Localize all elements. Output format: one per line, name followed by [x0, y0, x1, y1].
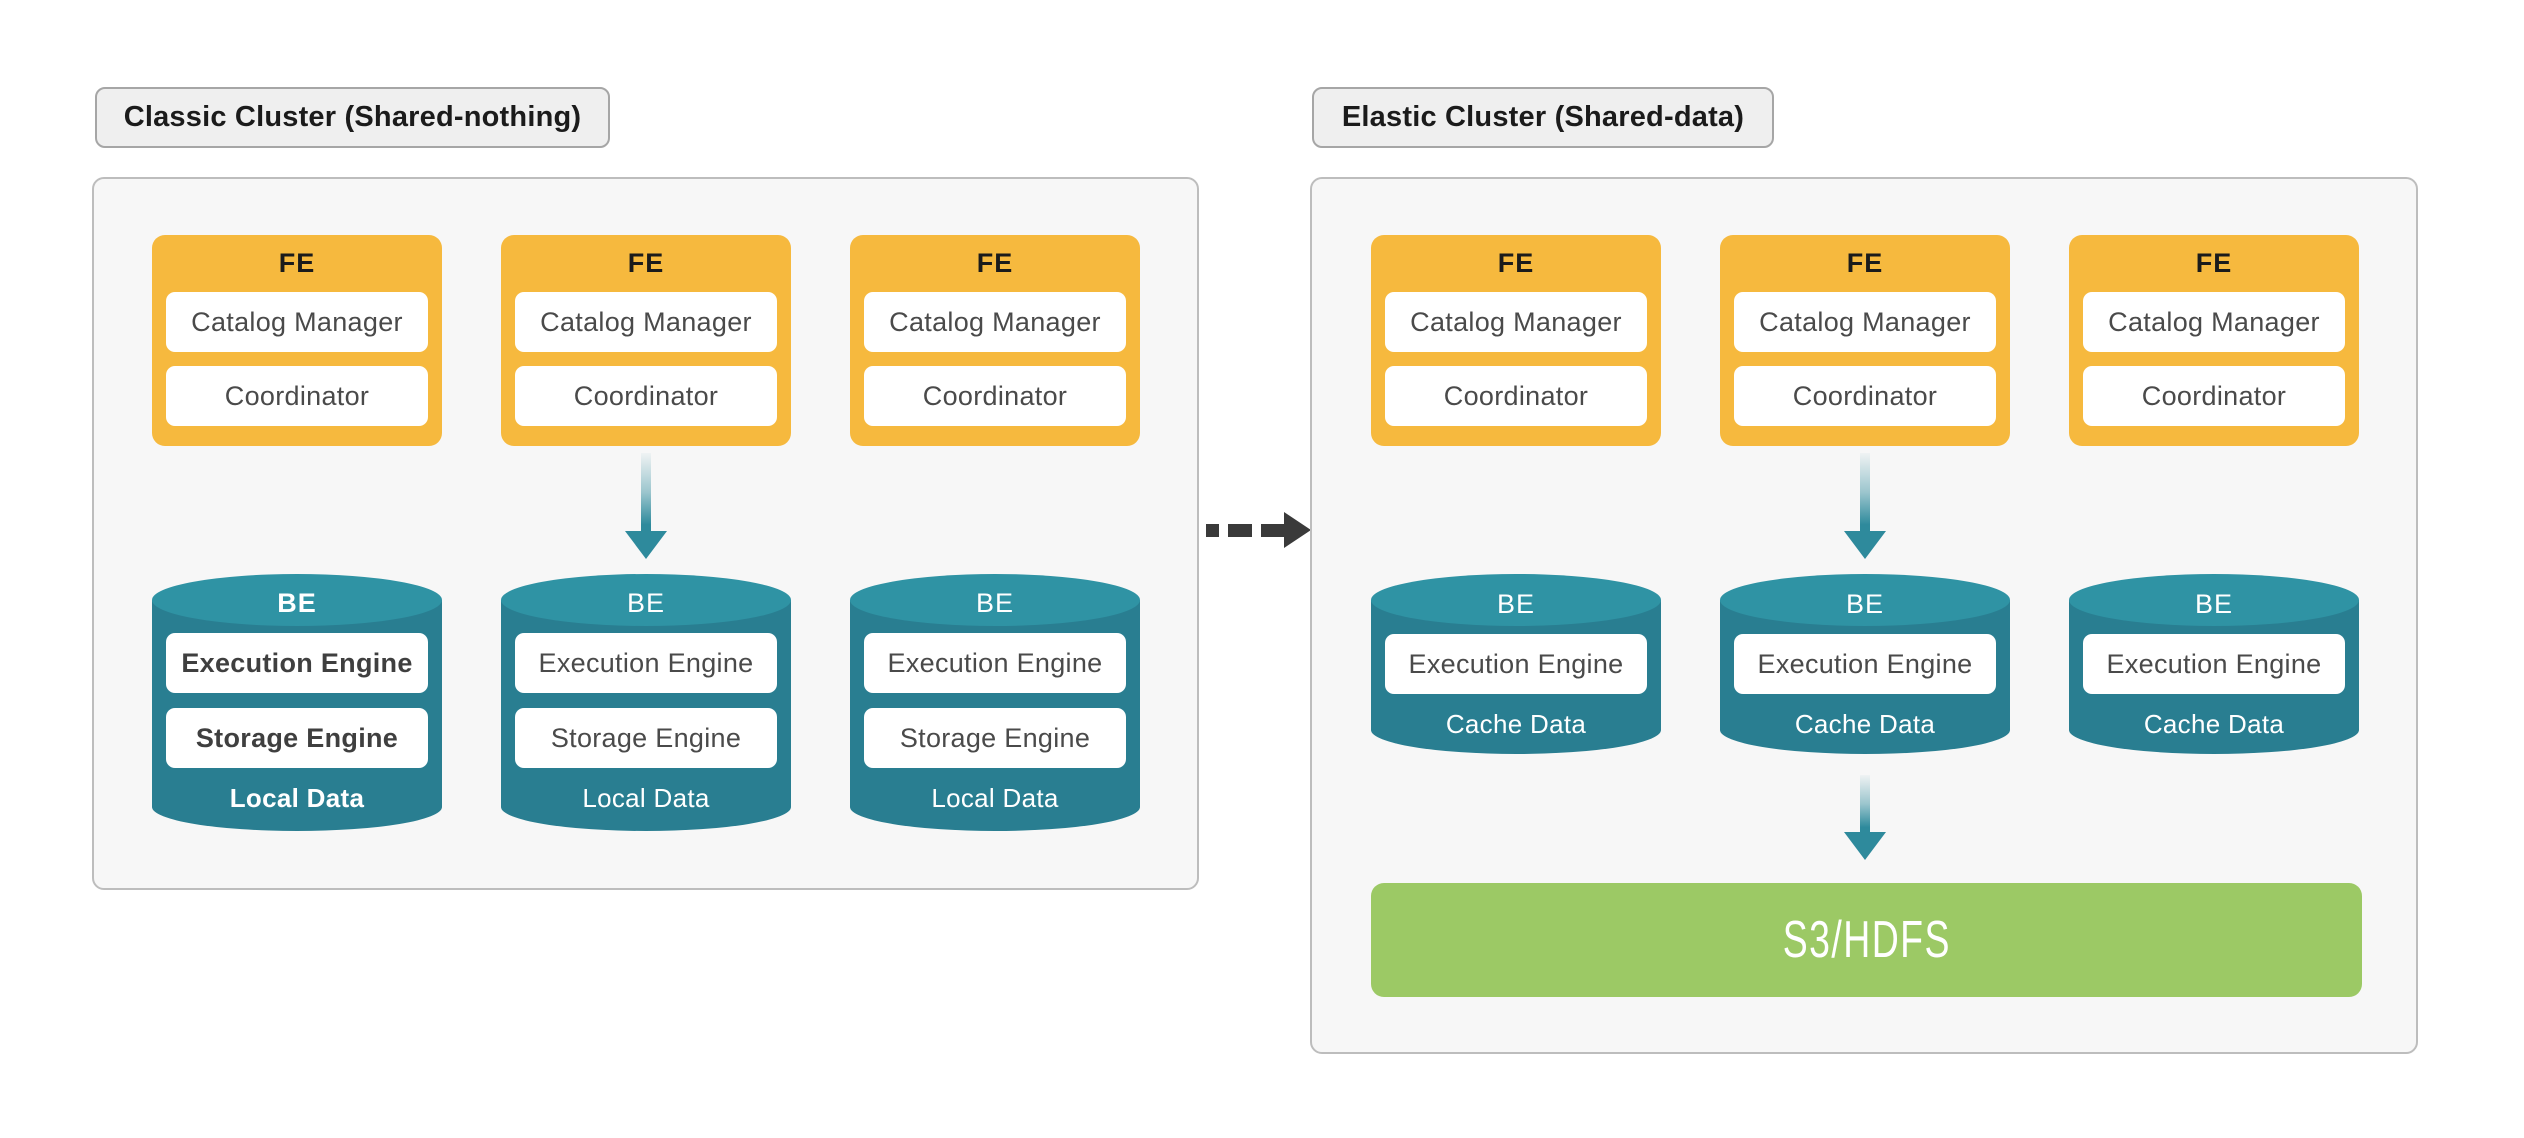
- fe-label: FE: [278, 248, 316, 278]
- fe-label: FE: [1497, 248, 1535, 278]
- local-data-label: Local Data: [931, 783, 1059, 813]
- fe-node: FE Catalog Manager Coordinator: [2069, 235, 2359, 446]
- fe-node: FE Catalog Manager Coordinator: [501, 235, 791, 446]
- execution-engine-box: Execution Engine: [166, 633, 428, 693]
- s3-hdfs-label: S3/HDFS: [1782, 911, 1951, 969]
- be-label: BE: [2194, 588, 2234, 619]
- cache-data-label: Cache Data: [1794, 709, 1936, 739]
- catalog-manager-box: Catalog Manager: [1734, 292, 1996, 352]
- cylinder-top: [152, 574, 442, 626]
- storage-engine-box: Storage Engine: [864, 708, 1126, 768]
- fe-node: FE Catalog Manager Coordinator: [152, 235, 442, 446]
- execution-engine-box: Execution Engine: [1734, 634, 1996, 694]
- down-arrow-icon: [1843, 453, 1887, 559]
- catalog-manager-box: Catalog Manager: [1385, 292, 1647, 352]
- classic-cluster-panel: FE Catalog Manager Coordinator FE Catalo…: [92, 177, 1199, 890]
- catalog-manager-box: Catalog Manager: [166, 292, 428, 352]
- fe-label: FE: [1846, 248, 1884, 278]
- cylinder-top: [1720, 574, 2010, 626]
- elastic-cluster-panel: FE Catalog Manager Coordinator FE Catalo…: [1310, 177, 2418, 1054]
- be-node: BE Execution Engine Storage Engine Local…: [501, 574, 791, 831]
- execution-engine-box: Execution Engine: [2083, 634, 2345, 694]
- be-label: BE: [1496, 588, 1536, 619]
- s3-hdfs-box: S3/HDFS: [1371, 883, 2362, 997]
- coordinator-box: Coordinator: [166, 366, 428, 426]
- execution-engine-box: Execution Engine: [515, 633, 777, 693]
- fe-node: FE Catalog Manager Coordinator: [1371, 235, 1661, 446]
- coordinator-box: Coordinator: [1734, 366, 1996, 426]
- cache-data-label: Cache Data: [2143, 709, 2285, 739]
- be-node: BE Execution Engine Storage Engine Local…: [152, 574, 442, 831]
- storage-engine-box: Storage Engine: [515, 708, 777, 768]
- fe-label: FE: [627, 248, 665, 278]
- fe-node: FE Catalog Manager Coordinator: [850, 235, 1140, 446]
- be-label: BE: [277, 588, 317, 618]
- execution-engine-box: Execution Engine: [864, 633, 1126, 693]
- classic-cluster-title: Classic Cluster (Shared-nothing): [95, 87, 610, 148]
- be-node: BE Execution Engine Storage Engine Local…: [850, 574, 1140, 831]
- coordinator-box: Coordinator: [515, 366, 777, 426]
- storage-engine-box: Storage Engine: [166, 708, 428, 768]
- dashed-right-arrow-icon: [1206, 512, 1311, 548]
- be-label: BE: [975, 588, 1015, 618]
- cylinder-top: [850, 574, 1140, 626]
- cylinder-top: [501, 574, 791, 626]
- catalog-manager-box: Catalog Manager: [515, 292, 777, 352]
- fe-label: FE: [2195, 248, 2233, 278]
- coordinator-box: Coordinator: [2083, 366, 2345, 426]
- be-node: BE Execution Engine Cache Data: [2069, 574, 2359, 754]
- coordinator-box: Coordinator: [1385, 366, 1647, 426]
- be-node: BE Execution Engine Cache Data: [1371, 574, 1661, 754]
- cache-data-label: Cache Data: [1445, 709, 1587, 739]
- cylinder-top: [1371, 574, 1661, 626]
- catalog-manager-box: Catalog Manager: [2083, 292, 2345, 352]
- fe-node: FE Catalog Manager Coordinator: [1720, 235, 2010, 446]
- catalog-manager-box: Catalog Manager: [864, 292, 1126, 352]
- down-arrow-icon: [624, 453, 668, 559]
- down-arrow-icon: [1843, 775, 1887, 860]
- be-label: BE: [1845, 588, 1885, 619]
- local-data-label: Local Data: [229, 783, 365, 813]
- execution-engine-box: Execution Engine: [1385, 634, 1647, 694]
- be-label: BE: [626, 588, 666, 618]
- fe-label: FE: [976, 248, 1014, 278]
- local-data-label: Local Data: [582, 783, 710, 813]
- elastic-cluster-title: Elastic Cluster (Shared-data): [1312, 87, 1774, 148]
- cylinder-top: [2069, 574, 2359, 626]
- be-node: BE Execution Engine Cache Data: [1720, 574, 2010, 754]
- coordinator-box: Coordinator: [864, 366, 1126, 426]
